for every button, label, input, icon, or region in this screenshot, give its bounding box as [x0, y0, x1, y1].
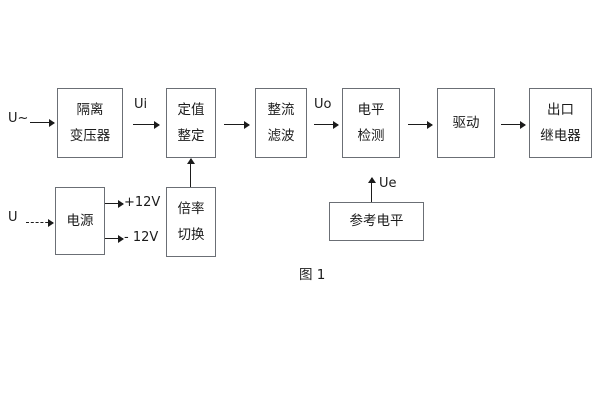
block-rectify-filter-line2: 滤波 — [267, 127, 295, 144]
arrow-drive-to-output-relay — [501, 124, 525, 126]
block-multiplier-switch: 倍率 切换 — [166, 187, 216, 257]
arrow-multiplier-switch-to-setpoint — [190, 159, 192, 187]
signal-label-uo: Uo — [314, 97, 332, 112]
ac-input-label: U~ — [8, 111, 29, 126]
block-reference-level: 参考电平 — [329, 202, 424, 241]
block-level-detection: 电平 检测 — [342, 88, 400, 158]
block-multiplier-switch-line1: 倍率 — [177, 201, 205, 218]
block-drive-line1: 驱动 — [452, 114, 480, 131]
arrow-setpoint-to-rectify-filter — [224, 124, 249, 126]
block-reference-level-line1: 参考电平 — [349, 213, 404, 230]
block-setpoint-setting-line1: 定值 — [177, 102, 205, 119]
arrow-isolation-transformer-to-setpoint — [133, 124, 159, 126]
signal-label-positive-12v: +12V — [124, 195, 161, 210]
arrow-level-detection-to-drive — [408, 124, 432, 126]
signal-label-ue: Ue — [379, 176, 397, 191]
figure-caption: 图 1 — [299, 267, 326, 283]
arrow-power-supply-negative-rail — [105, 238, 123, 240]
arrow-dc-input-to-power-supply — [26, 222, 53, 223]
block-output-relay-line2: 继电器 — [540, 127, 581, 144]
arrow-ac-input-to-isolation-transformer — [30, 122, 54, 124]
block-isolation-transformer: 隔离 变压器 — [57, 88, 123, 158]
block-output-relay-line1: 出口 — [547, 102, 574, 119]
block-rectify-filter: 整流 滤波 — [255, 88, 307, 158]
arrow-reference-level-to-level-detection — [371, 178, 373, 202]
arrow-power-supply-positive-rail — [105, 203, 123, 205]
block-level-detection-line1: 电平 — [357, 102, 385, 119]
block-output-relay: 出口 继电器 — [529, 88, 592, 158]
signal-label-negative-12v: - 12V — [124, 230, 159, 245]
block-isolation-transformer-line2: 变压器 — [69, 127, 111, 144]
arrow-rectify-filter-to-level-detection — [314, 124, 338, 126]
dc-input-label: U — [8, 210, 18, 225]
block-setpoint-setting-line2: 整定 — [177, 127, 205, 144]
signal-label-ui: Ui — [134, 97, 148, 112]
block-rectify-filter-line1: 整流 — [267, 102, 295, 119]
block-multiplier-switch-line2: 切换 — [177, 226, 205, 243]
block-drive: 驱动 — [437, 88, 495, 158]
block-isolation-transformer-line1: 隔离 — [76, 102, 104, 119]
block-power-supply: 电源 — [55, 187, 105, 255]
block-setpoint-setting: 定值 整定 — [166, 88, 216, 158]
block-power-supply-line1: 电源 — [66, 212, 94, 229]
block-level-detection-line2: 检测 — [357, 127, 385, 144]
